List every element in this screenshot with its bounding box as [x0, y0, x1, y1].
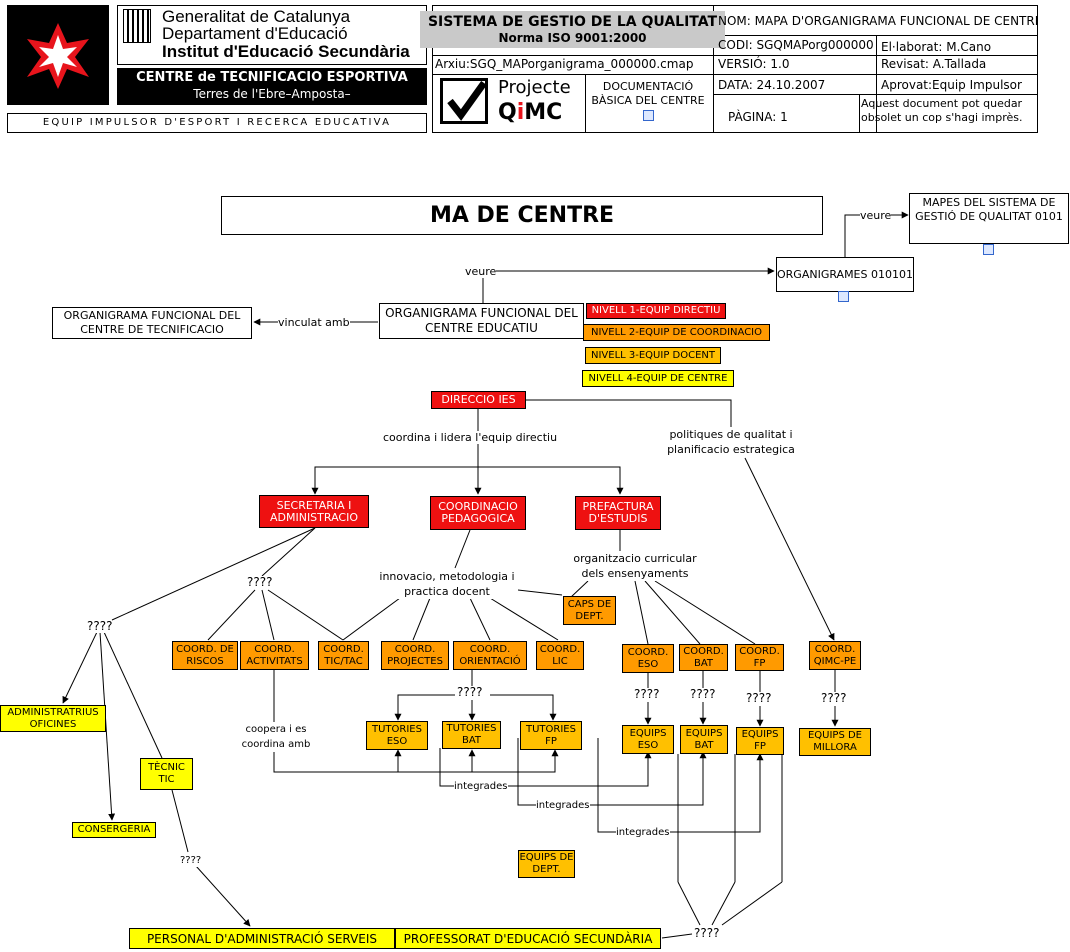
label-organitzacio: organitzacio curricular dels ensenyament…	[566, 551, 704, 581]
node-org-tecnificacio[interactable]: ORGANIGRAMA FUNCIONAL DEL CENTRE DE TECN…	[52, 307, 252, 339]
node-coord-fp[interactable]: COORD. FP	[735, 644, 784, 671]
gencat-line3: Institut d'Educació Secundària	[162, 42, 410, 61]
node-coord-pedagogica[interactable]: COORDINACIO PEDAGOGICA	[430, 496, 526, 530]
node-coord-eso[interactable]: COORD. ESO	[622, 644, 674, 673]
label-integrades-fp: integrades	[616, 826, 670, 839]
aprovat: Aprovat:Equip Impulsor	[881, 78, 1022, 92]
node-coord-riscos[interactable]: COORD. DE RISCOS	[172, 641, 238, 670]
label-coopera: coopera i es coordina amb	[240, 722, 312, 752]
label-veure-mapes: veure	[860, 209, 892, 222]
centre-line2: Terres de l'Ebre–Amposta–	[193, 87, 351, 101]
cmap-link-icon[interactable]	[642, 110, 654, 121]
elaborat: El·laborat: M.Cano	[881, 40, 992, 54]
label-innovacio: innovacio, metodologia i practica docent	[376, 569, 518, 599]
sistema-title-box: SISTEMA DE GESTIO DE LA QUALITAT Norma I…	[420, 11, 725, 48]
legend-nivell3: NIVELL 3-EQUIP DOCENT	[585, 347, 721, 364]
gencat-logo	[7, 5, 109, 105]
obsolet: Aquest document pot quedar obsolet un co…	[861, 97, 1023, 124]
nom: NOM: MAPA D'ORGANIGRAMA FUNCIONAL DE CEN…	[718, 14, 1037, 28]
arxiu: Arxiu:SGQ_MAPorganigrama_000000.cmap	[435, 57, 694, 71]
node-administratius[interactable]: ADMINISTRATRIUS OFICINES	[0, 705, 106, 732]
node-equips-millora[interactable]: EQUIPS DE MILLORA	[799, 728, 871, 756]
qimc-label: QiMC	[498, 100, 563, 125]
centre-band: CENTRE de TECNIFICACIO ESPORTIVA Terres …	[117, 68, 427, 105]
projecte-label: Projecte	[498, 77, 571, 98]
label-integrades-eso: integrades	[454, 780, 508, 793]
label-q-admin: ????	[87, 619, 113, 633]
legend-nivell1: NIVELL 1-EQUIP DIRECTIU	[586, 303, 726, 319]
node-coord-tic[interactable]: COORD. TIC/TAC	[318, 641, 369, 670]
mapes-link-icon[interactable]	[983, 244, 994, 255]
node-equips-dept[interactable]: EQUIPS DE DEPT.	[518, 850, 575, 878]
node-tecnic[interactable]: TÈCNIC TIC	[140, 758, 193, 790]
documentacio: DOCUMENTACIÓ BÀSICA DEL CENTRE	[585, 80, 711, 125]
checkmark-icon	[440, 78, 488, 124]
label-q-fp: ????	[746, 691, 772, 705]
legend-nivell4: NIVELL 4-EQUIP DE CENTRE	[582, 370, 734, 387]
node-coord-qimc[interactable]: COORD. QIMC-PE	[809, 641, 861, 670]
node-coord-projectes[interactable]: COORD. PROJECTES	[381, 641, 449, 670]
node-caps-dept[interactable]: CAPS DE DEPT.	[563, 596, 616, 625]
versio: VERSIÓ: 1.0	[718, 57, 790, 71]
label-q-eso: ????	[634, 687, 660, 701]
node-equips-fp[interactable]: EQUIPS FP	[736, 727, 784, 755]
label-veure-organigrames: veure	[465, 265, 497, 278]
label-q-bat: ????	[690, 687, 716, 701]
label-politiques: politiques de qualitat i planificacio es…	[660, 427, 802, 457]
node-consergeria[interactable]: CONSERGERIA	[72, 822, 156, 838]
label-integrades-bat: integrades	[536, 799, 590, 812]
node-direccio[interactable]: DIRECCIO IES	[431, 391, 526, 409]
node-coord-activitats[interactable]: COORD. ACTIVITATS	[240, 641, 309, 670]
revisat: Revisat: A.Tallada	[881, 57, 987, 71]
node-equips-eso[interactable]: EQUIPS ESO	[622, 725, 674, 754]
equip-band: EQUIP IMPULSOR D'ESPORT I RECERCA EDUCAT…	[7, 113, 427, 133]
node-mapes[interactable]: MAPES DEL SISTEMA DE GESTIÓ DE QUALITAT …	[909, 193, 1069, 244]
node-coord-bat[interactable]: COORD. BAT	[679, 644, 728, 671]
gencat-box: Generalitat de Catalunya Departament d'E…	[117, 5, 427, 65]
map-title: MA DE CENTRE	[221, 196, 823, 235]
label-q-secretaria: ????	[247, 575, 273, 589]
gencat-line2: Departament d'Educació	[162, 24, 348, 43]
node-personal[interactable]: PERSONAL D'ADMINISTRACIÓ SERVEIS	[129, 928, 395, 949]
label-q-professorat: ????	[694, 926, 720, 940]
node-tutories-fp[interactable]: TUTORIES FP	[520, 721, 582, 750]
node-tutories-eso[interactable]: TUTORIES ESO	[366, 721, 428, 750]
catalan-shield-icon	[123, 9, 151, 43]
sistema-title: SISTEMA DE GESTIO DE LA QUALITAT	[427, 14, 718, 30]
node-equips-bat[interactable]: EQUIPS BAT	[680, 725, 728, 754]
node-secretaria[interactable]: SECRETARIA I ADMINISTRACIO	[259, 495, 369, 528]
label-vinculat: vinculat amb	[278, 316, 350, 329]
node-organigrames[interactable]: ORGANIGRAMES 010101	[776, 257, 914, 292]
label-q-qimc: ????	[821, 691, 847, 705]
node-tutories-bat[interactable]: TUTORIES BAT	[442, 721, 501, 749]
legend-nivell2: NIVELL 2-EQUIP DE COORDINACIO	[583, 324, 770, 341]
header-table	[432, 5, 1038, 133]
label-q-orientacio: ????	[457, 685, 483, 699]
node-coord-orientacio[interactable]: COORD. ORIENTACIÓ	[453, 641, 527, 670]
node-prefactura[interactable]: PREFACTURA D'ESTUDIS	[575, 496, 661, 530]
node-coord-lic[interactable]: COORD. LIC	[536, 641, 584, 670]
node-org-educatiu[interactable]: ORGANIGRAMA FUNCIONAL DEL CENTRE EDUCATI…	[379, 303, 584, 339]
centre-line1: CENTRE de TECNIFICACIO ESPORTIVA	[136, 70, 408, 85]
norma: Norma ISO 9001:2000	[498, 31, 647, 45]
label-q-tecnic: ????	[180, 854, 202, 867]
qimc-logo: Projecte QiMC	[436, 76, 582, 130]
label-coordina: coordina i lidera l'equip directiu	[383, 431, 558, 444]
data: DATA: 24.10.2007	[718, 78, 826, 92]
gencat-line1: Generalitat de Catalunya	[162, 7, 351, 26]
pagina: PÀGINA: 1	[728, 110, 788, 124]
star-logo-icon	[27, 23, 89, 89]
node-professorat[interactable]: PROFESSORAT D'EDUCACIÓ SECUNDÀRIA	[395, 928, 661, 949]
organigrames-link-icon[interactable]	[838, 291, 849, 302]
codi: CODI: SGQMAPorg000000	[718, 38, 874, 52]
